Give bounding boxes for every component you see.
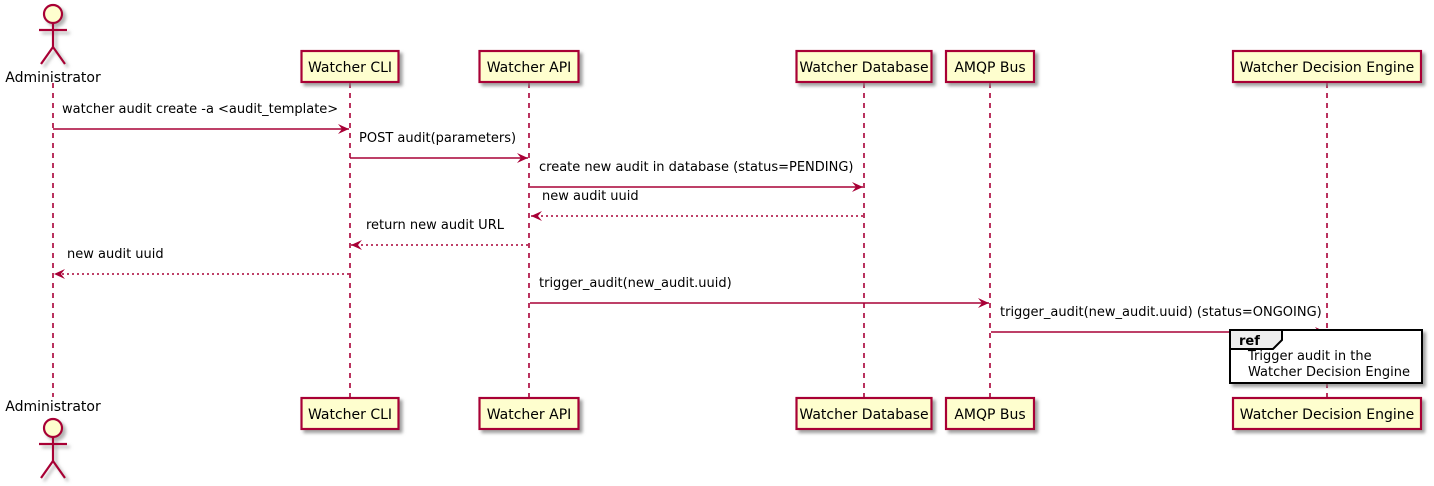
participant-watcher-database[interactable]: Watcher Database [795, 49, 933, 84]
participant-box [795, 49, 933, 84]
participant-label-watcher-decision-engine: Watcher Decision Engine [1240, 407, 1414, 423]
actor-figure-icon [39, 3, 67, 65]
message-msg-2: POST audit(parameters) [350, 131, 528, 163]
participants-top-group: Administrator Watcher CLI Watcher API Watch… [5, 3, 1423, 86]
message-msg-1: watcher audit create -a <audit_template> [53, 102, 349, 134]
actor-administrator: Administrator [5, 3, 101, 86]
participant-box [300, 396, 400, 431]
participant-label-amqp-bus: AMQP Bus [954, 407, 1025, 423]
message-label: create new audit in database (status=PEN… [539, 160, 854, 175]
message-arrowhead [978, 298, 989, 308]
participant-box [944, 49, 1036, 84]
participant-watcher-api[interactable]: Watcher API [478, 49, 580, 84]
participant-label-watcher-database: Watcher Database [799, 407, 928, 423]
participant-amqp-bus[interactable]: AMQP Bus [944, 49, 1036, 84]
ref-frame-line-0: Trigger audit in the [1247, 349, 1372, 364]
message-msg-3: create new audit in database (status=PEN… [530, 160, 863, 192]
message-arrowhead [531, 211, 542, 221]
participant-label-watcher-api: Watcher API [487, 60, 572, 76]
ref-frame-line-1: Watcher Decision Engine [1248, 365, 1410, 380]
message-label: POST audit(parameters) [359, 131, 516, 146]
lifelines-group [52, 83, 1328, 397]
message-msg-6: new audit uuid [54, 247, 349, 279]
message-label: new audit uuid [542, 189, 639, 204]
participant-watcher-cli[interactable]: Watcher CLI [300, 49, 400, 84]
participant-box [944, 396, 1036, 431]
participant-watcher-api[interactable]: Watcher API [478, 396, 580, 431]
message-label: watcher audit create -a <audit_template> [62, 102, 338, 117]
participant-box [795, 396, 933, 431]
participant-box [478, 396, 580, 431]
actor-figure-icon [39, 417, 67, 479]
participant-box [478, 49, 580, 84]
message-arrowhead [351, 240, 362, 250]
participant-label-watcher-cli: Watcher CLI [308, 60, 392, 76]
message-arrowhead [54, 269, 65, 279]
participant-box [1231, 49, 1423, 84]
participant-label-amqp-bus: AMQP Bus [954, 60, 1025, 76]
message-msg-7: trigger_audit(new_audit.uuid) [530, 276, 989, 308]
message-arrowhead [852, 182, 863, 192]
actor-label-administrator: Administrator [5, 399, 101, 415]
participant-box [1231, 396, 1423, 431]
participant-label-watcher-api: Watcher API [487, 407, 572, 423]
participant-watcher-database[interactable]: Watcher Database [795, 396, 933, 431]
participant-box [300, 49, 400, 84]
ref-frame-tab [1229, 329, 1283, 350]
message-label: return new audit URL [366, 218, 505, 233]
ref-frame-tab-label: ref [1239, 334, 1260, 349]
actor-administrator: Administrator [5, 399, 101, 479]
participant-label-watcher-database: Watcher Database [799, 60, 928, 76]
participant-amqp-bus[interactable]: AMQP Bus [944, 396, 1036, 431]
message-msg-4: new audit uuid [531, 189, 863, 221]
participant-watcher-cli[interactable]: Watcher CLI [300, 396, 400, 431]
message-label: trigger_audit(new_audit.uuid) [539, 276, 732, 291]
message-msg-5: return new audit URL [351, 218, 528, 250]
participant-watcher-decision-engine[interactable]: Watcher Decision Engine [1231, 396, 1423, 431]
message-arrowhead [338, 124, 349, 134]
message-label: trigger_audit(new_audit.uuid) (status=ON… [1000, 305, 1322, 320]
participant-watcher-decision-engine[interactable]: Watcher Decision Engine [1231, 49, 1423, 84]
actor-label-administrator: Administrator [5, 70, 101, 86]
participant-label-watcher-cli: Watcher CLI [308, 407, 392, 423]
messages-group: watcher audit create -a <audit_template>… [53, 102, 1326, 337]
participant-label-watcher-decision-engine: Watcher Decision Engine [1240, 60, 1414, 76]
message-arrowhead [517, 153, 528, 163]
message-label: new audit uuid [67, 247, 164, 262]
